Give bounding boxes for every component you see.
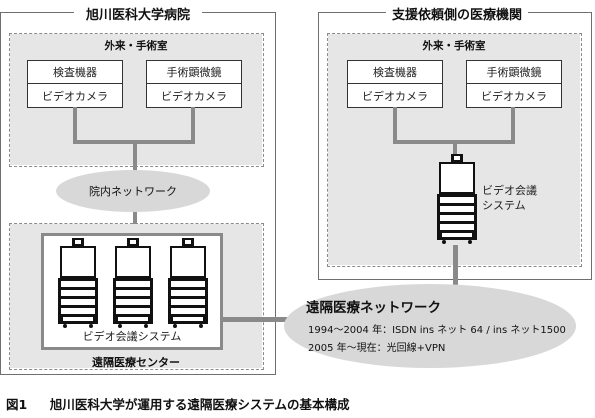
right-microscope-box: 手術顕微鏡 ビデオカメラ bbox=[466, 60, 562, 108]
video-unit-1-icon bbox=[58, 238, 98, 328]
left-exam-device-label: 検査機器 bbox=[28, 61, 122, 84]
right-exam-device-box: 検査機器 ビデオカメラ bbox=[347, 60, 443, 108]
telemedicine-network-ellipse bbox=[284, 284, 576, 368]
telemedicine-network-title: 遠隔医療ネットワーク bbox=[306, 300, 441, 316]
left-microscope-label: 手術顕微鏡 bbox=[147, 61, 241, 84]
left-microscope-box: 手術顕微鏡 ビデオカメラ bbox=[146, 60, 242, 108]
left-exam-camera-label: ビデオカメラ bbox=[42, 89, 108, 103]
telemedicine-network-line2: 2005 年〜現在：光回線+VPN bbox=[308, 343, 446, 354]
right-microscope-label: 手術顕微鏡 bbox=[467, 61, 561, 84]
left-facility-title: 旭川医科大学病院 bbox=[74, 4, 202, 23]
right-facility-title: 支援依頼側の医療機関 bbox=[386, 4, 528, 23]
right-exam-device-label: 検査機器 bbox=[348, 61, 442, 84]
right-room-label: 外来・手術室 bbox=[422, 40, 486, 52]
left-room-label: 外来・手術室 bbox=[104, 40, 168, 52]
right-system-label-line2: システム bbox=[482, 199, 526, 212]
right-connector bbox=[393, 107, 397, 143]
figure-caption: 図1 旭川医科大学が運用する遠隔医療システムの基本構成 bbox=[6, 394, 350, 413]
video-unit-3-icon bbox=[168, 238, 208, 328]
telemedicine-center-area bbox=[9, 223, 264, 370]
left-exam-device-box: 検査機器 ビデオカメラ bbox=[27, 60, 123, 108]
right-system-label-line1: ビデオ会議 bbox=[482, 184, 537, 197]
right-exam-camera-label: ビデオカメラ bbox=[362, 89, 428, 103]
right-microscope-camera-label: ビデオカメラ bbox=[481, 89, 547, 103]
right-video-unit-icon bbox=[437, 154, 477, 244]
left-microscope-camera-label: ビデオカメラ bbox=[161, 89, 227, 103]
figure-number: 図1 bbox=[6, 397, 28, 412]
telemedicine-network-line1: 1994〜2004 年：ISDN ins ネット 64 / ins ネット150… bbox=[308, 325, 566, 336]
figure-caption-text: 旭川医科大学が運用する遠隔医療システムの基本構成 bbox=[49, 397, 350, 412]
left-connector bbox=[73, 107, 77, 143]
right-system-label: ビデオ会議 システム bbox=[482, 183, 552, 213]
in-hospital-network-ellipse: 院内ネットワーク bbox=[56, 170, 210, 212]
in-hospital-network-label: 院内ネットワーク bbox=[89, 185, 177, 198]
video-unit-2-icon bbox=[113, 238, 153, 328]
center-system-label: ビデオ会議システム bbox=[82, 330, 182, 343]
network-link-line bbox=[222, 317, 292, 322]
center-footer-label: 遠隔医療センター bbox=[92, 356, 180, 369]
